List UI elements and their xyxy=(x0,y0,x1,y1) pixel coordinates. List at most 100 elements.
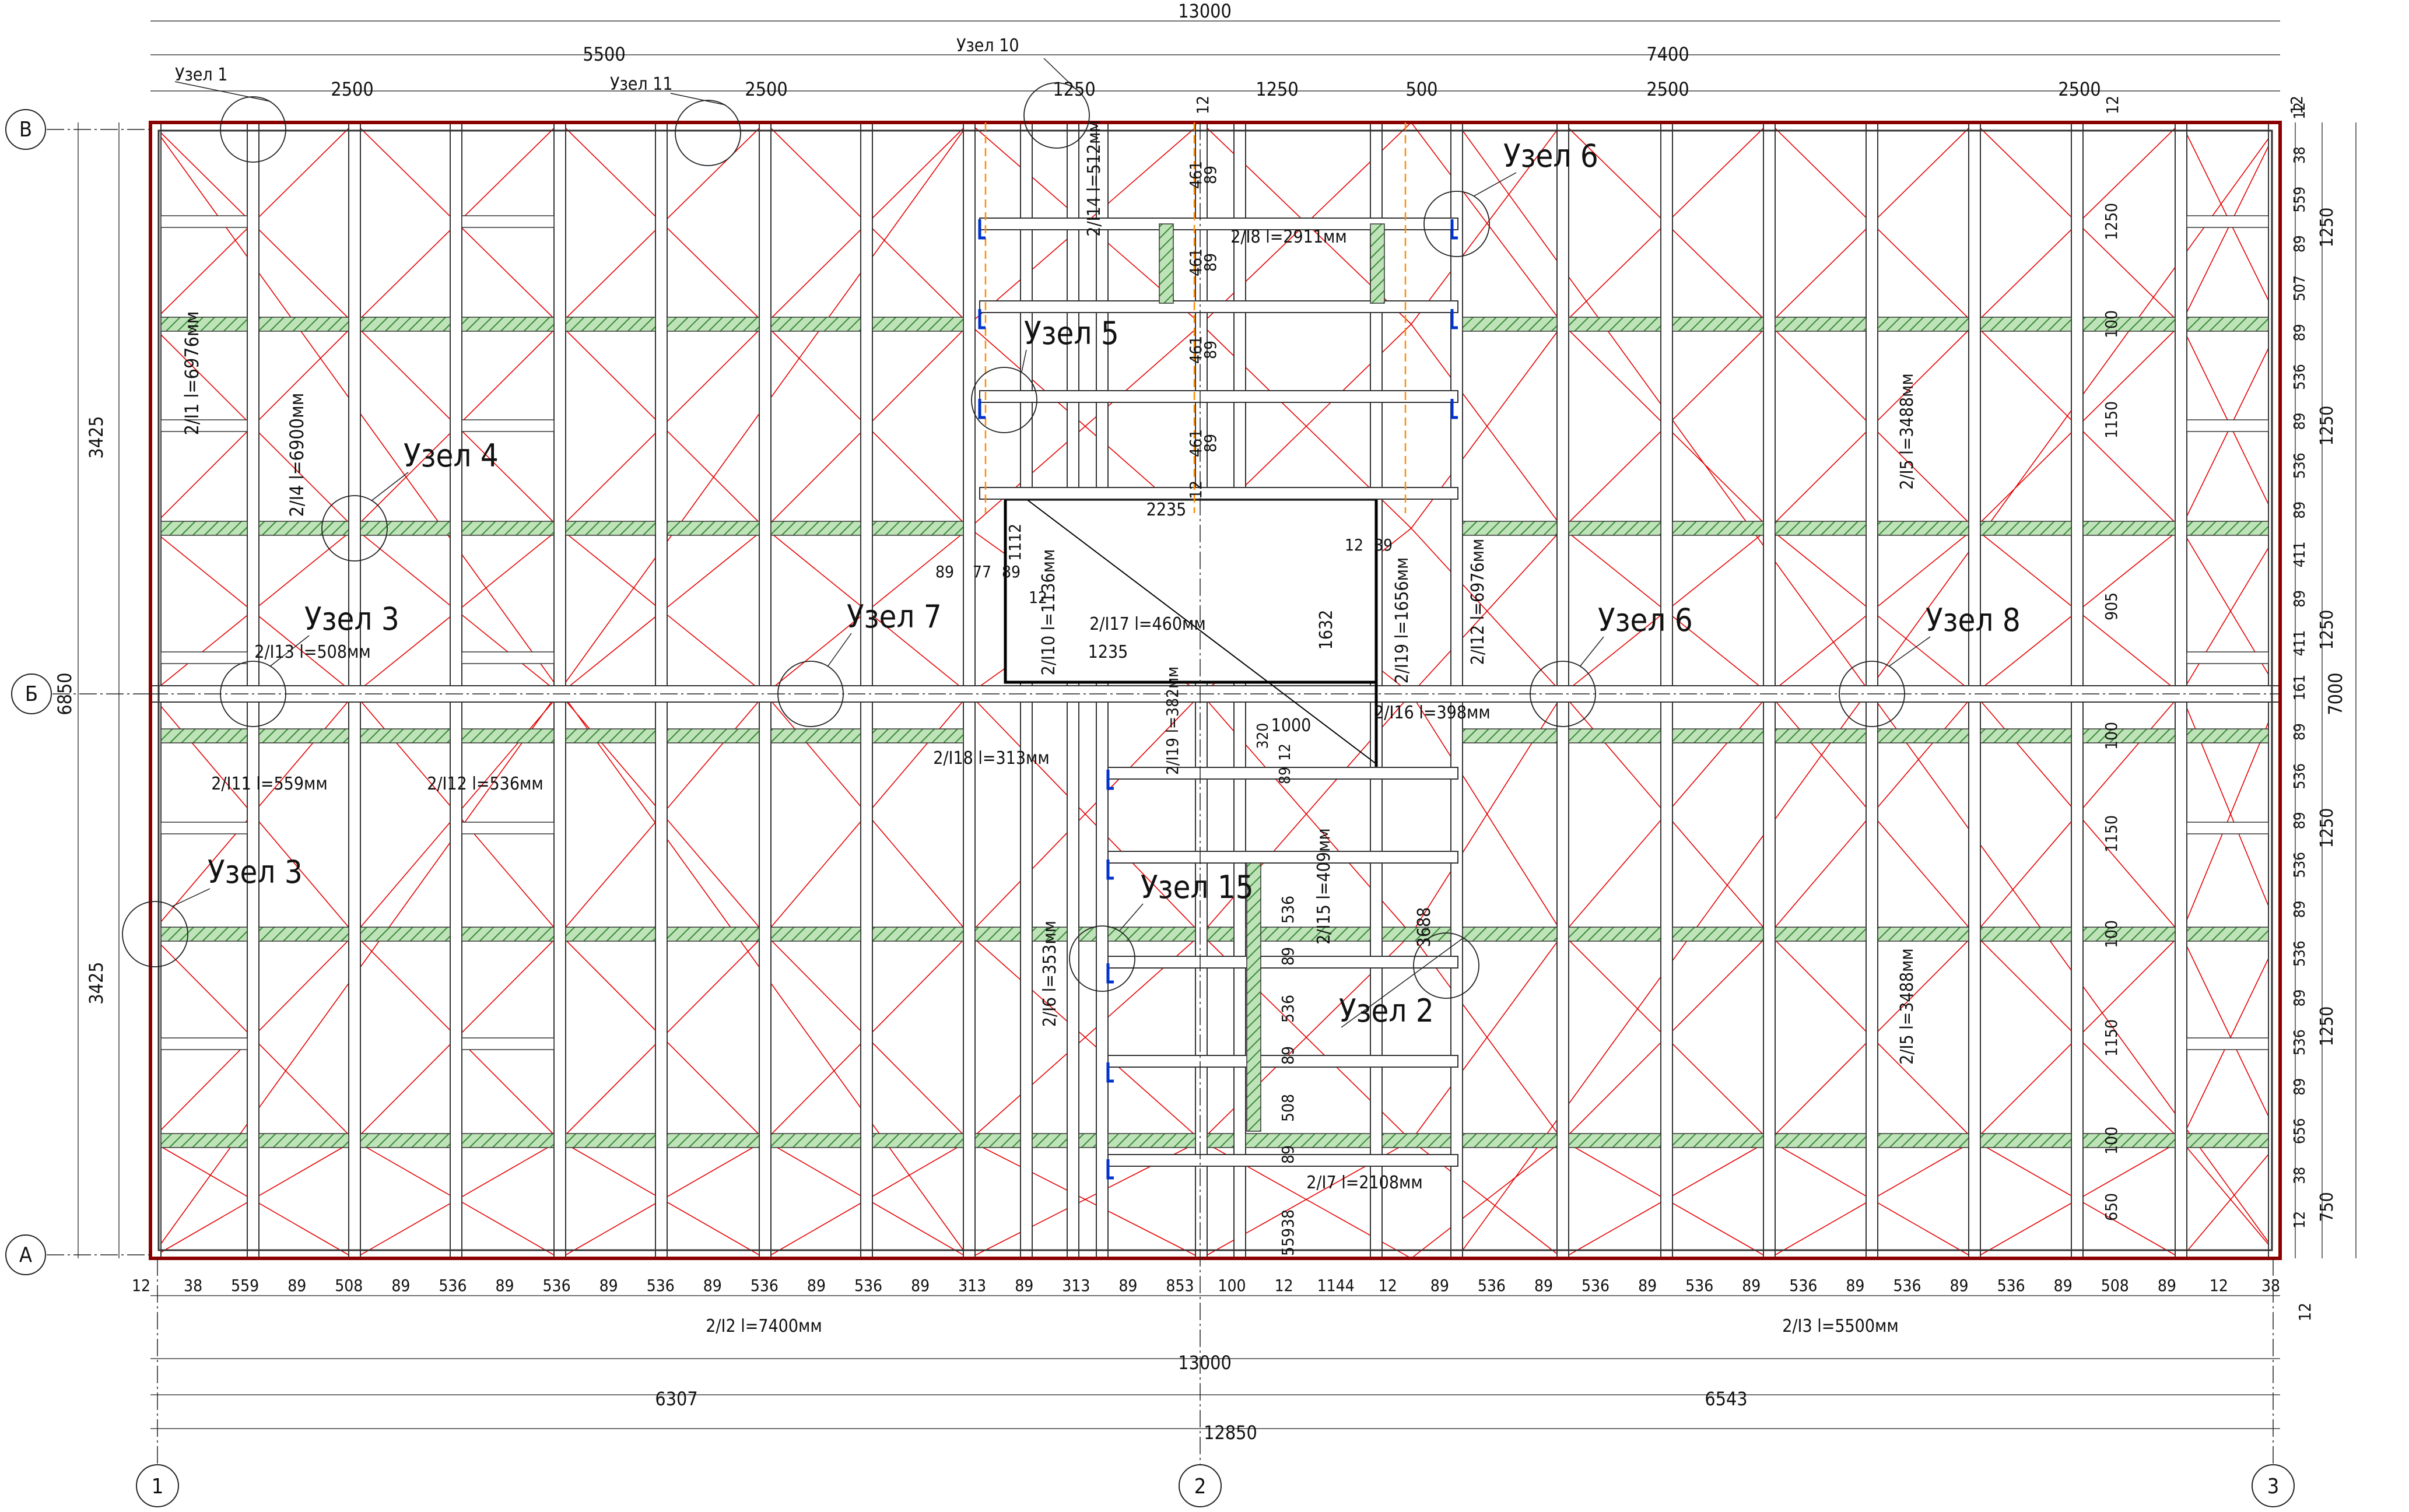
blocking-piece xyxy=(1672,728,1764,743)
blocking-piece xyxy=(461,822,555,834)
opening-dim-1235: 1235 xyxy=(1088,642,1128,662)
dim-right-value: 411 xyxy=(2291,630,2309,657)
blocking-piece xyxy=(2082,728,2176,743)
node-label-5: Узел 5 xyxy=(1024,315,1119,352)
dim-top-small-2: 12 xyxy=(2103,96,2122,114)
dim-bottom-value: 12 xyxy=(132,1276,150,1295)
node-circle xyxy=(1839,661,1905,727)
stair-tread xyxy=(979,487,1458,500)
blocking-piece xyxy=(1381,1133,1451,1148)
dim-bottom-value: 89 xyxy=(703,1276,722,1295)
blocking-piece xyxy=(1672,521,1764,536)
blocking-piece xyxy=(160,822,248,834)
blocking-piece xyxy=(1032,1133,1068,1148)
label-2-17-top: 2/I17 l=460мм xyxy=(1089,614,1205,634)
node-circle xyxy=(1413,932,1479,999)
blocking-piece xyxy=(2186,215,2269,228)
blocking-piece xyxy=(1672,317,1764,332)
dim-bottom-value: 536 xyxy=(854,1276,882,1295)
dim-stair-value: 89 xyxy=(1201,166,1220,184)
node-circle xyxy=(1023,82,1090,149)
blocking-piece xyxy=(461,521,555,536)
blocking-piece xyxy=(1245,1133,1371,1148)
blocking-piece xyxy=(258,1133,349,1148)
label-2-8: 2/I8 l=2911мм xyxy=(1230,227,1346,247)
dim-stair-value: 89 xyxy=(1201,434,1220,452)
dim-bottom-value: 89 xyxy=(2158,1276,2176,1295)
bracket xyxy=(978,219,986,240)
stair-block xyxy=(1159,223,1174,304)
blocking-piece xyxy=(160,521,248,536)
dim-right-value: 559 xyxy=(2291,187,2309,213)
dim-right-value: 411 xyxy=(2291,541,2309,567)
blocking-piece xyxy=(1877,317,1969,332)
node-circle xyxy=(1069,925,1135,992)
blocking-piece xyxy=(872,728,964,743)
label-2-16: 2/I16 l=398мм xyxy=(1374,703,1490,723)
stair-opening xyxy=(978,122,1458,1180)
bracket xyxy=(1450,399,1458,419)
blocking-piece xyxy=(1245,927,1371,942)
dim-bottom-value: 12 xyxy=(1379,1276,1397,1295)
blocking-piece xyxy=(770,1133,861,1148)
blocking-piece xyxy=(461,317,555,332)
blocking-piece xyxy=(1775,728,1867,743)
blocking-piece xyxy=(2186,521,2269,536)
blocking-piece xyxy=(160,419,248,432)
node-label-2: Узел 2 xyxy=(1339,992,1434,1029)
node-label-7: Узел 7 xyxy=(847,598,942,635)
bracket xyxy=(1106,1062,1114,1083)
dim-top-e: 500 xyxy=(1406,78,1438,100)
node-circle xyxy=(321,495,388,562)
blocking-piece xyxy=(1877,1133,1969,1148)
dim-bottom-part-2: 6543 xyxy=(1705,1388,1747,1410)
blocking-piece xyxy=(667,317,760,332)
dim-bottom-value: 536 xyxy=(647,1276,675,1295)
node-circle xyxy=(777,661,844,727)
blocking-piece xyxy=(360,317,451,332)
blocking-piece xyxy=(667,1133,760,1148)
stair-tread xyxy=(979,300,1458,313)
blocking-piece xyxy=(360,1133,451,1148)
label-2-12-right: 2/I12 l=6976мм xyxy=(1468,539,1488,665)
svg-text:2: 2 xyxy=(1194,1475,1207,1499)
dim-bottom-value: 508 xyxy=(2101,1276,2129,1295)
dim-bottom-value: 38 xyxy=(2261,1276,2280,1295)
dim-top-c: 1250 xyxy=(1053,78,1095,100)
dim-stair-value: 461 xyxy=(1186,161,1205,189)
dim-bottom-part-1: 6307 xyxy=(655,1388,697,1410)
blocking-piece xyxy=(1980,521,2072,536)
dim-bottom-value: 89 xyxy=(495,1276,514,1295)
blocking-piece xyxy=(667,521,760,536)
node-circle xyxy=(1530,661,1596,727)
dim-bottom-value: 536 xyxy=(439,1276,467,1295)
dim-bottom-value: 89 xyxy=(599,1276,618,1295)
node-callouts xyxy=(122,58,1931,1028)
blocking-piece xyxy=(2186,927,2269,942)
blocking-piece xyxy=(1107,1133,1196,1148)
dim-right-value: 38 xyxy=(2291,146,2309,164)
dim-right-value: 507 xyxy=(2291,275,2309,301)
stair-block xyxy=(1370,223,1385,304)
brace-line xyxy=(2180,528,2281,694)
dim-stair-value: 905 xyxy=(2102,592,2121,620)
dim-right-value: 89 xyxy=(2291,901,2309,918)
dim-stair-value: 650 xyxy=(2102,1193,2121,1221)
blocking-piece xyxy=(872,927,964,942)
dim-bottom-value: 38 xyxy=(184,1276,202,1295)
node-circle xyxy=(220,661,286,727)
node-leader xyxy=(1889,636,1931,666)
blocking-piece xyxy=(2186,1037,2269,1050)
node-leader xyxy=(827,633,852,666)
node-leader xyxy=(670,93,726,106)
blocking-piece xyxy=(160,215,248,228)
dim-right-value: 161 xyxy=(2291,675,2309,701)
svg-text:В: В xyxy=(19,118,32,142)
dim-left-outer: 6850 xyxy=(54,672,76,715)
dim-stair-value: 536 xyxy=(1278,995,1298,1023)
dim-bottom-value: 536 xyxy=(543,1276,571,1295)
blocking-piece xyxy=(1980,728,2072,743)
dim-right-mid-value: 1250 xyxy=(2317,1006,2337,1047)
axis-col-2: 2 xyxy=(1179,1464,1222,1507)
node-circle xyxy=(122,901,188,967)
